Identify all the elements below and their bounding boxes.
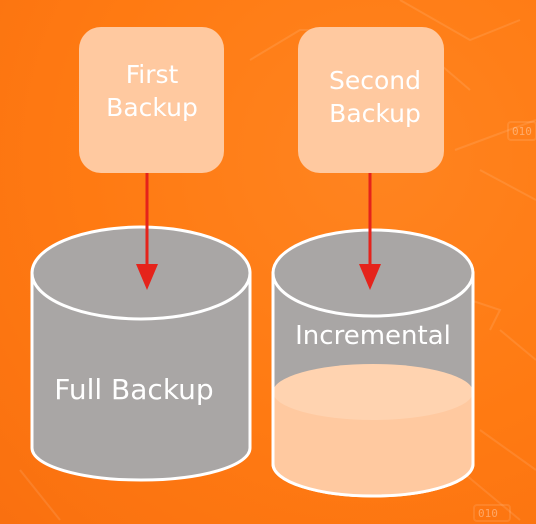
second-backup-box: Second Backup (298, 27, 444, 173)
background-tag: 010 (478, 507, 498, 520)
second-backup-label-line2: Backup (329, 99, 421, 128)
background-tag: 010 (512, 125, 532, 138)
first-backup-label-line2: Backup (106, 93, 198, 122)
first-backup-box-shape (79, 27, 224, 173)
full-backup-cylinder-body (30, 271, 252, 482)
first-backup-label-line1: First (126, 60, 179, 89)
incremental-filled-portion (273, 392, 473, 496)
second-backup-box-shape (298, 27, 444, 173)
arrow-first-to-full (136, 173, 158, 290)
arrow-second-to-incremental (359, 173, 381, 290)
background-chip-shape (507, 121, 536, 141)
second-backup-label-line1: Second (329, 66, 421, 95)
arrow-head (359, 264, 381, 290)
incremental-fill-surface (273, 364, 473, 420)
full-backup-label: Full Backup (54, 373, 213, 406)
background-chip-shape (473, 504, 511, 522)
arrow-head (136, 264, 158, 290)
incremental-cylinder-outline (271, 273, 475, 498)
incremental-label: Incremental (295, 321, 451, 351)
first-backup-box: First Backup (79, 27, 224, 173)
